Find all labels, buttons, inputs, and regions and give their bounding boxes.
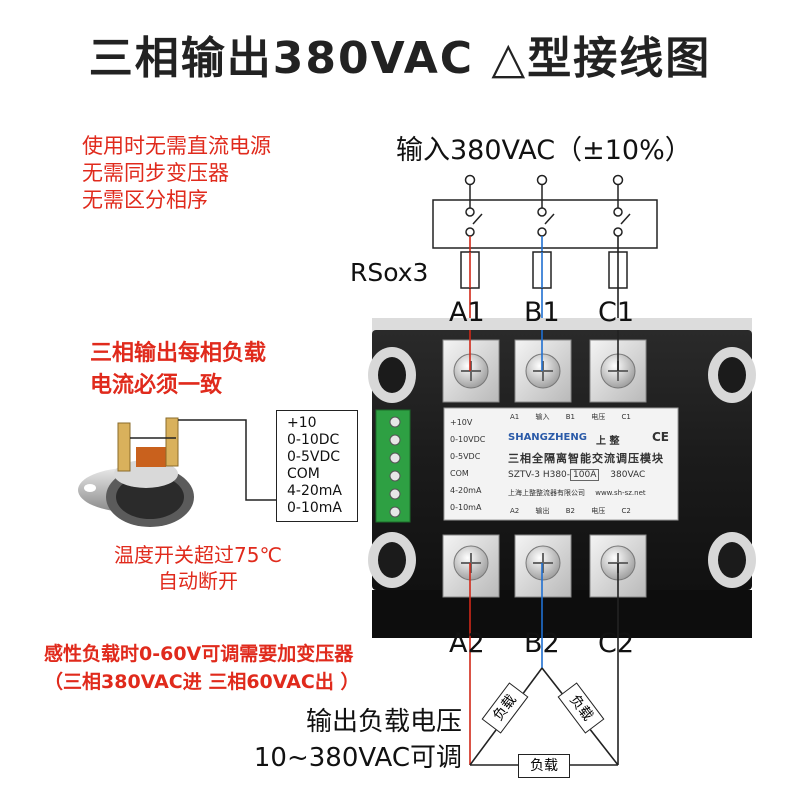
page-title: 三相输出380VAC △型接线图 [88, 33, 712, 84]
signal-item: COM [287, 466, 320, 482]
temperature-switch [78, 417, 194, 527]
company: 上海上整整流器有限公司 [508, 489, 585, 497]
brand-cn: 上 整 [596, 436, 620, 447]
module-bottom-tags: A2 输出 B2 电压 C2 [510, 506, 670, 516]
warning-line: 电流必须一致 [90, 373, 223, 398]
top-terminals [442, 339, 647, 403]
note-line: 使用时无需直流电源 [82, 134, 271, 158]
note-line: 无需同步变压器 [82, 161, 229, 185]
module-company-line: 上海上整整流器有限公司 www.sh-sz.net [508, 488, 646, 498]
phase-tag: C2 [621, 507, 631, 515]
bottom-terminals [442, 534, 647, 598]
control-connector [375, 409, 411, 523]
signal-item: 0-10DC [287, 432, 340, 448]
control-signal-box: +10 0-10DC 0-5VDC COM 4-20mA 0-10mA [276, 410, 358, 522]
module-plate-text: +10V 0-10VDC 0-5VDC COM 4-20mA 0-10mA A1… [446, 410, 676, 518]
signal-item: 4-20mA [287, 483, 342, 499]
module-name: 三相全隔离智能交流调压模块 [508, 452, 664, 465]
supply-tag: 电压 [591, 507, 606, 515]
terminal-b2: B2 [524, 628, 560, 659]
website: www.sh-sz.net [595, 489, 646, 497]
rated-current: 100A [570, 469, 600, 481]
module-pin-labels: +10V 0-10VDC 0-5VDC COM 4-20mA 0-10mA [450, 414, 485, 516]
pin-label: 0-10VDC [450, 435, 486, 444]
pin-label: COM [450, 469, 469, 478]
ce-mark: CE [652, 430, 670, 444]
temp-note-line: 温度开关超过75℃ [114, 543, 282, 567]
phase-tag: B1 [565, 413, 575, 421]
pin-label: 0-10mA [450, 503, 482, 512]
module-label-plate [443, 407, 679, 521]
terminal-a2: A2 [449, 628, 485, 659]
power-module [368, 318, 756, 638]
phase-tag: A1 [510, 413, 520, 421]
output-tag: 输出 [535, 507, 550, 515]
breaker-box [432, 199, 658, 249]
signal-item: +10 [287, 415, 317, 431]
input-wires [464, 174, 631, 237]
output-voltage-label: 输出负载电压 10~380VAC可调 [210, 704, 462, 776]
pin-label: 0-5VDC [450, 452, 481, 461]
note-line: 无需区分相序 [82, 188, 208, 212]
terminal-c1: C1 [598, 297, 635, 328]
phase-tag: C1 [621, 413, 631, 421]
pin-label: +10V [450, 418, 473, 427]
inductive-line: 感性负载时0-60V可调需要加变压器 [44, 643, 354, 665]
supply-tag: 电压 [591, 413, 606, 421]
output-line: 输出负载电压 [305, 707, 462, 737]
model: SZTV-3 H380- [508, 470, 571, 480]
module-model-line: SZTV-3 H380-100A 380VAC [508, 469, 646, 481]
phase-tag: B2 [565, 507, 575, 515]
usage-notes: 使用时无需直流电源 无需同步变压器 无需区分相序 [82, 133, 271, 214]
temp-note-line: 自动断开 [158, 569, 238, 593]
input-tag: 输入 [535, 413, 550, 421]
inductive-line: （三相380VAC进 三相60VAC出 ） [44, 671, 360, 693]
terminal-b1: B1 [524, 297, 560, 328]
output-line: 10~380VAC可调 [253, 743, 462, 773]
brand-en: SHANGZHENG [508, 432, 587, 443]
warning-line: 三相输出每相负载 [90, 341, 267, 366]
terminal-a1: A1 [449, 297, 485, 328]
input-voltage-label: 输入380VAC（±10%） [396, 135, 692, 166]
inductive-load-note: 感性负载时0-60V可调需要加变压器 （三相380VAC进 三相60VAC出 ） [44, 640, 359, 696]
pin-label: 4-20mA [450, 486, 482, 495]
signal-item: 0-10mA [287, 500, 342, 516]
temperature-switch-note: 温度开关超过75℃ 自动断开 [88, 542, 308, 594]
phase-tag: A2 [510, 507, 520, 515]
terminal-c2: C2 [598, 628, 635, 659]
load-label-bottom: 负载 [518, 754, 570, 778]
module-top-tags: A1 输入 B1 电压 C1 [510, 412, 670, 422]
signal-item: 0-5VDC [287, 449, 340, 465]
fuse-label: RSox3 [350, 258, 429, 287]
load-warning: 三相输出每相负载 电流必须一致 [90, 338, 266, 402]
rated-voltage: 380VAC [610, 470, 646, 480]
